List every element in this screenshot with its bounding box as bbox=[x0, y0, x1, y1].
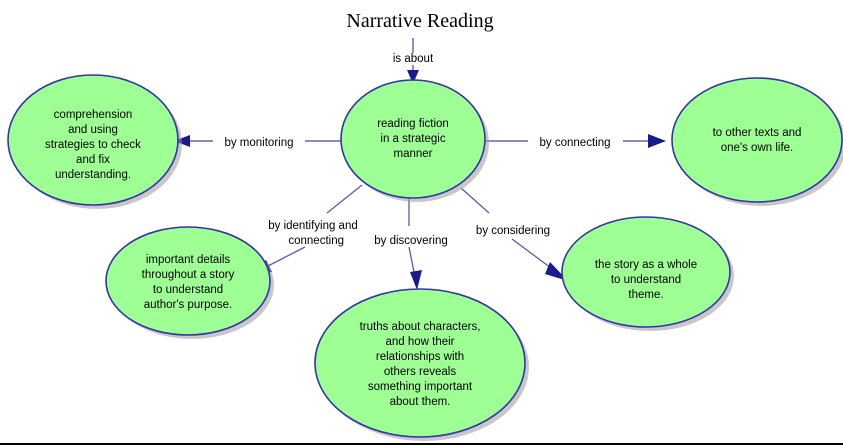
link-label-by-monitoring: by monitoring bbox=[224, 137, 293, 149]
node-label-line: comprehension bbox=[54, 109, 133, 121]
bottom-divider bbox=[0, 443, 843, 445]
node-label-line: and how their bbox=[385, 336, 454, 348]
link-by-connecting[interactable] bbox=[486, 134, 666, 148]
node-shape bbox=[561, 216, 731, 328]
link-label-is-about: is about bbox=[393, 53, 434, 65]
node-label-line: others reveals bbox=[384, 366, 456, 378]
node-label-line: throughout a story bbox=[142, 269, 235, 281]
node-shape bbox=[314, 288, 526, 438]
node-label-line: theme. bbox=[628, 289, 663, 301]
link-label-by-identifying-and-connecting-line1: by identifying and bbox=[268, 220, 358, 232]
arrowhead-icon bbox=[648, 134, 666, 148]
node-shape bbox=[105, 226, 271, 336]
link-by-discovering-segment-lower bbox=[408, 246, 415, 273]
node-label-line: reading fiction bbox=[377, 118, 449, 130]
node-label-line: to understand bbox=[611, 274, 681, 286]
arrowhead-icon bbox=[407, 70, 419, 84]
node-shape bbox=[671, 77, 843, 203]
node-comprehension-monitoring[interactable]: comprehension and using strategies to ch… bbox=[7, 74, 182, 209]
node-important-details-authors-purpose[interactable]: important details throughout a story to … bbox=[105, 226, 274, 339]
link-label-by-connecting: by connecting bbox=[540, 137, 611, 149]
node-truths-about-characters[interactable]: truths about characters, and how their r… bbox=[314, 288, 529, 441]
node-label-line: in a strategic bbox=[380, 133, 445, 145]
node-story-as-a-whole-theme[interactable]: the story as a whole to understand theme… bbox=[561, 216, 734, 331]
node-label-line: important details bbox=[146, 254, 231, 266]
node-label-line: and fix bbox=[76, 154, 110, 166]
node-label-line: author's purpose. bbox=[144, 299, 233, 311]
node-label-line: relationships with bbox=[376, 351, 464, 363]
link-by-considering-segment-lower bbox=[511, 238, 552, 269]
node-shape bbox=[340, 79, 486, 199]
node-shape bbox=[7, 74, 179, 206]
link-by-identifying-segment-lower bbox=[267, 246, 306, 267]
node-label-line: understanding. bbox=[55, 169, 131, 181]
link-label-by-discovering: by discovering bbox=[374, 235, 448, 247]
link-by-discovering[interactable] bbox=[408, 198, 422, 290]
node-label-line: to understand bbox=[153, 284, 223, 296]
node-label-line: something important bbox=[368, 381, 473, 393]
node-label-line: the story as a whole bbox=[595, 259, 697, 271]
arrowhead-icon bbox=[410, 270, 422, 290]
node-other-texts-own-life[interactable]: to other texts and one's own life. bbox=[671, 77, 843, 206]
node-label-line: truths about characters, bbox=[360, 321, 481, 333]
link-is-about[interactable] bbox=[407, 38, 419, 84]
link-by-monitoring[interactable] bbox=[174, 135, 341, 147]
link-label-by-considering: by considering bbox=[476, 225, 550, 237]
node-reading-fiction-strategic[interactable]: reading fiction in a strategic manner bbox=[340, 79, 489, 202]
node-label-line: to other texts and bbox=[713, 127, 802, 139]
node-label-line: manner bbox=[394, 148, 433, 160]
page-title: Narrative Reading bbox=[346, 10, 493, 32]
link-by-identifying-segment-upper bbox=[326, 184, 363, 214]
node-label-line: and using bbox=[68, 124, 118, 136]
node-label-line: strategies to check bbox=[45, 139, 141, 151]
node-label-line: one's own life. bbox=[721, 142, 794, 154]
link-by-considering-segment-upper bbox=[460, 187, 490, 214]
node-label-line: about them. bbox=[390, 396, 451, 408]
link-label-by-identifying-and-connecting-line2: connecting bbox=[288, 235, 344, 247]
arrowhead-icon bbox=[174, 135, 190, 147]
